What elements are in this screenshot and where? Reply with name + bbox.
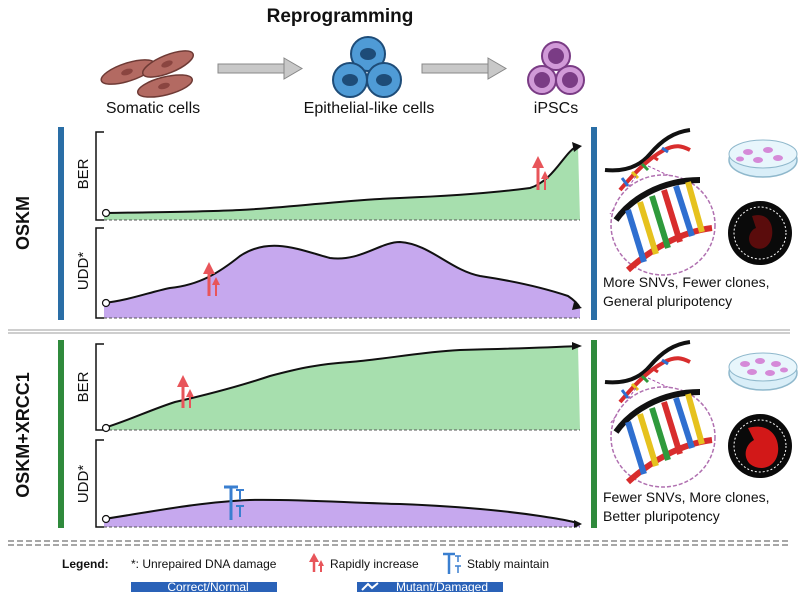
- track-label-ber: BER: [75, 371, 92, 403]
- outcome-text-xrcc1: Fewer SNVs, More clones, Better pluripot…: [603, 488, 770, 526]
- condition-label-xrcc1: OSKM+XRCC1: [13, 372, 33, 498]
- correct-nucleotide-swatch: [131, 582, 277, 592]
- dna-zoom-circle-icon: [610, 174, 716, 276]
- legend-stable: Stably maintain: [467, 557, 550, 571]
- rapid-increase-icon: [532, 156, 549, 190]
- oskm-left-accent: [58, 127, 64, 320]
- rapid-increase-icon: [203, 262, 220, 296]
- xrcc1-udd-track: [95, 439, 582, 528]
- mutant-nucleotide-swatch: [357, 582, 503, 592]
- rapid-increase-legend-icon: [309, 553, 324, 572]
- track-label-udd: UDD*: [75, 464, 92, 504]
- dna-helix-icon: [604, 340, 701, 425]
- legend-title: Legend:: [62, 557, 109, 571]
- stage-label: iPSCs: [533, 100, 579, 117]
- stable-maintain-icon: [224, 485, 244, 520]
- outcome-line: Fewer SNVs, More clones,: [603, 489, 770, 505]
- xrcc1-right-accent: [591, 340, 597, 528]
- embryo-image-icon: [728, 414, 792, 478]
- outcome-line: Better pluripotency: [603, 508, 720, 524]
- stage-label: Somatic cells: [105, 100, 201, 117]
- condition-label-oskm: OSKM: [13, 196, 33, 250]
- ipsc-cells-icon: [527, 41, 585, 95]
- oskm-ber-track: [95, 131, 582, 221]
- legend-unrepaired: *: Unrepaired DNA damage: [131, 557, 277, 571]
- legend-correct: Correct/Normal nucleotide: [167, 580, 249, 608]
- outcome-line: More SNVs, Fewer clones,: [603, 274, 770, 290]
- process-arrow-2: [421, 57, 507, 80]
- legend-mutant: Mutant/Damaged nucleotide: [395, 580, 489, 608]
- track-label-udd: UDD*: [75, 251, 92, 291]
- somatic-cells-icon: [100, 50, 195, 98]
- epithelial-cells-icon: [332, 36, 402, 98]
- xrcc1-left-accent: [58, 340, 64, 528]
- outcome-text-oskm: More SNVs, Fewer clones, General pluripo…: [603, 273, 770, 311]
- stable-maintain-legend-icon: [443, 552, 461, 574]
- rapid-increase-icon: [177, 375, 194, 408]
- oskm-udd-track: [95, 227, 582, 319]
- petri-dish-icon: [728, 352, 798, 391]
- oskm-right-accent: [591, 127, 597, 320]
- dna-zoom-circle-icon: [610, 386, 716, 488]
- outcome-line: General pluripotency: [603, 293, 733, 309]
- stage-label: Epithelial-like cells: [303, 100, 435, 117]
- xrcc1-ber-track: [95, 342, 582, 433]
- process-arrow-1: [217, 57, 303, 80]
- petri-dish-icon: [728, 139, 798, 178]
- diagram-title: Reprogramming: [266, 6, 414, 27]
- legend-rapid: Rapidly increase: [330, 557, 419, 571]
- embryo-image-icon: [728, 201, 792, 265]
- track-label-ber: BER: [75, 158, 92, 190]
